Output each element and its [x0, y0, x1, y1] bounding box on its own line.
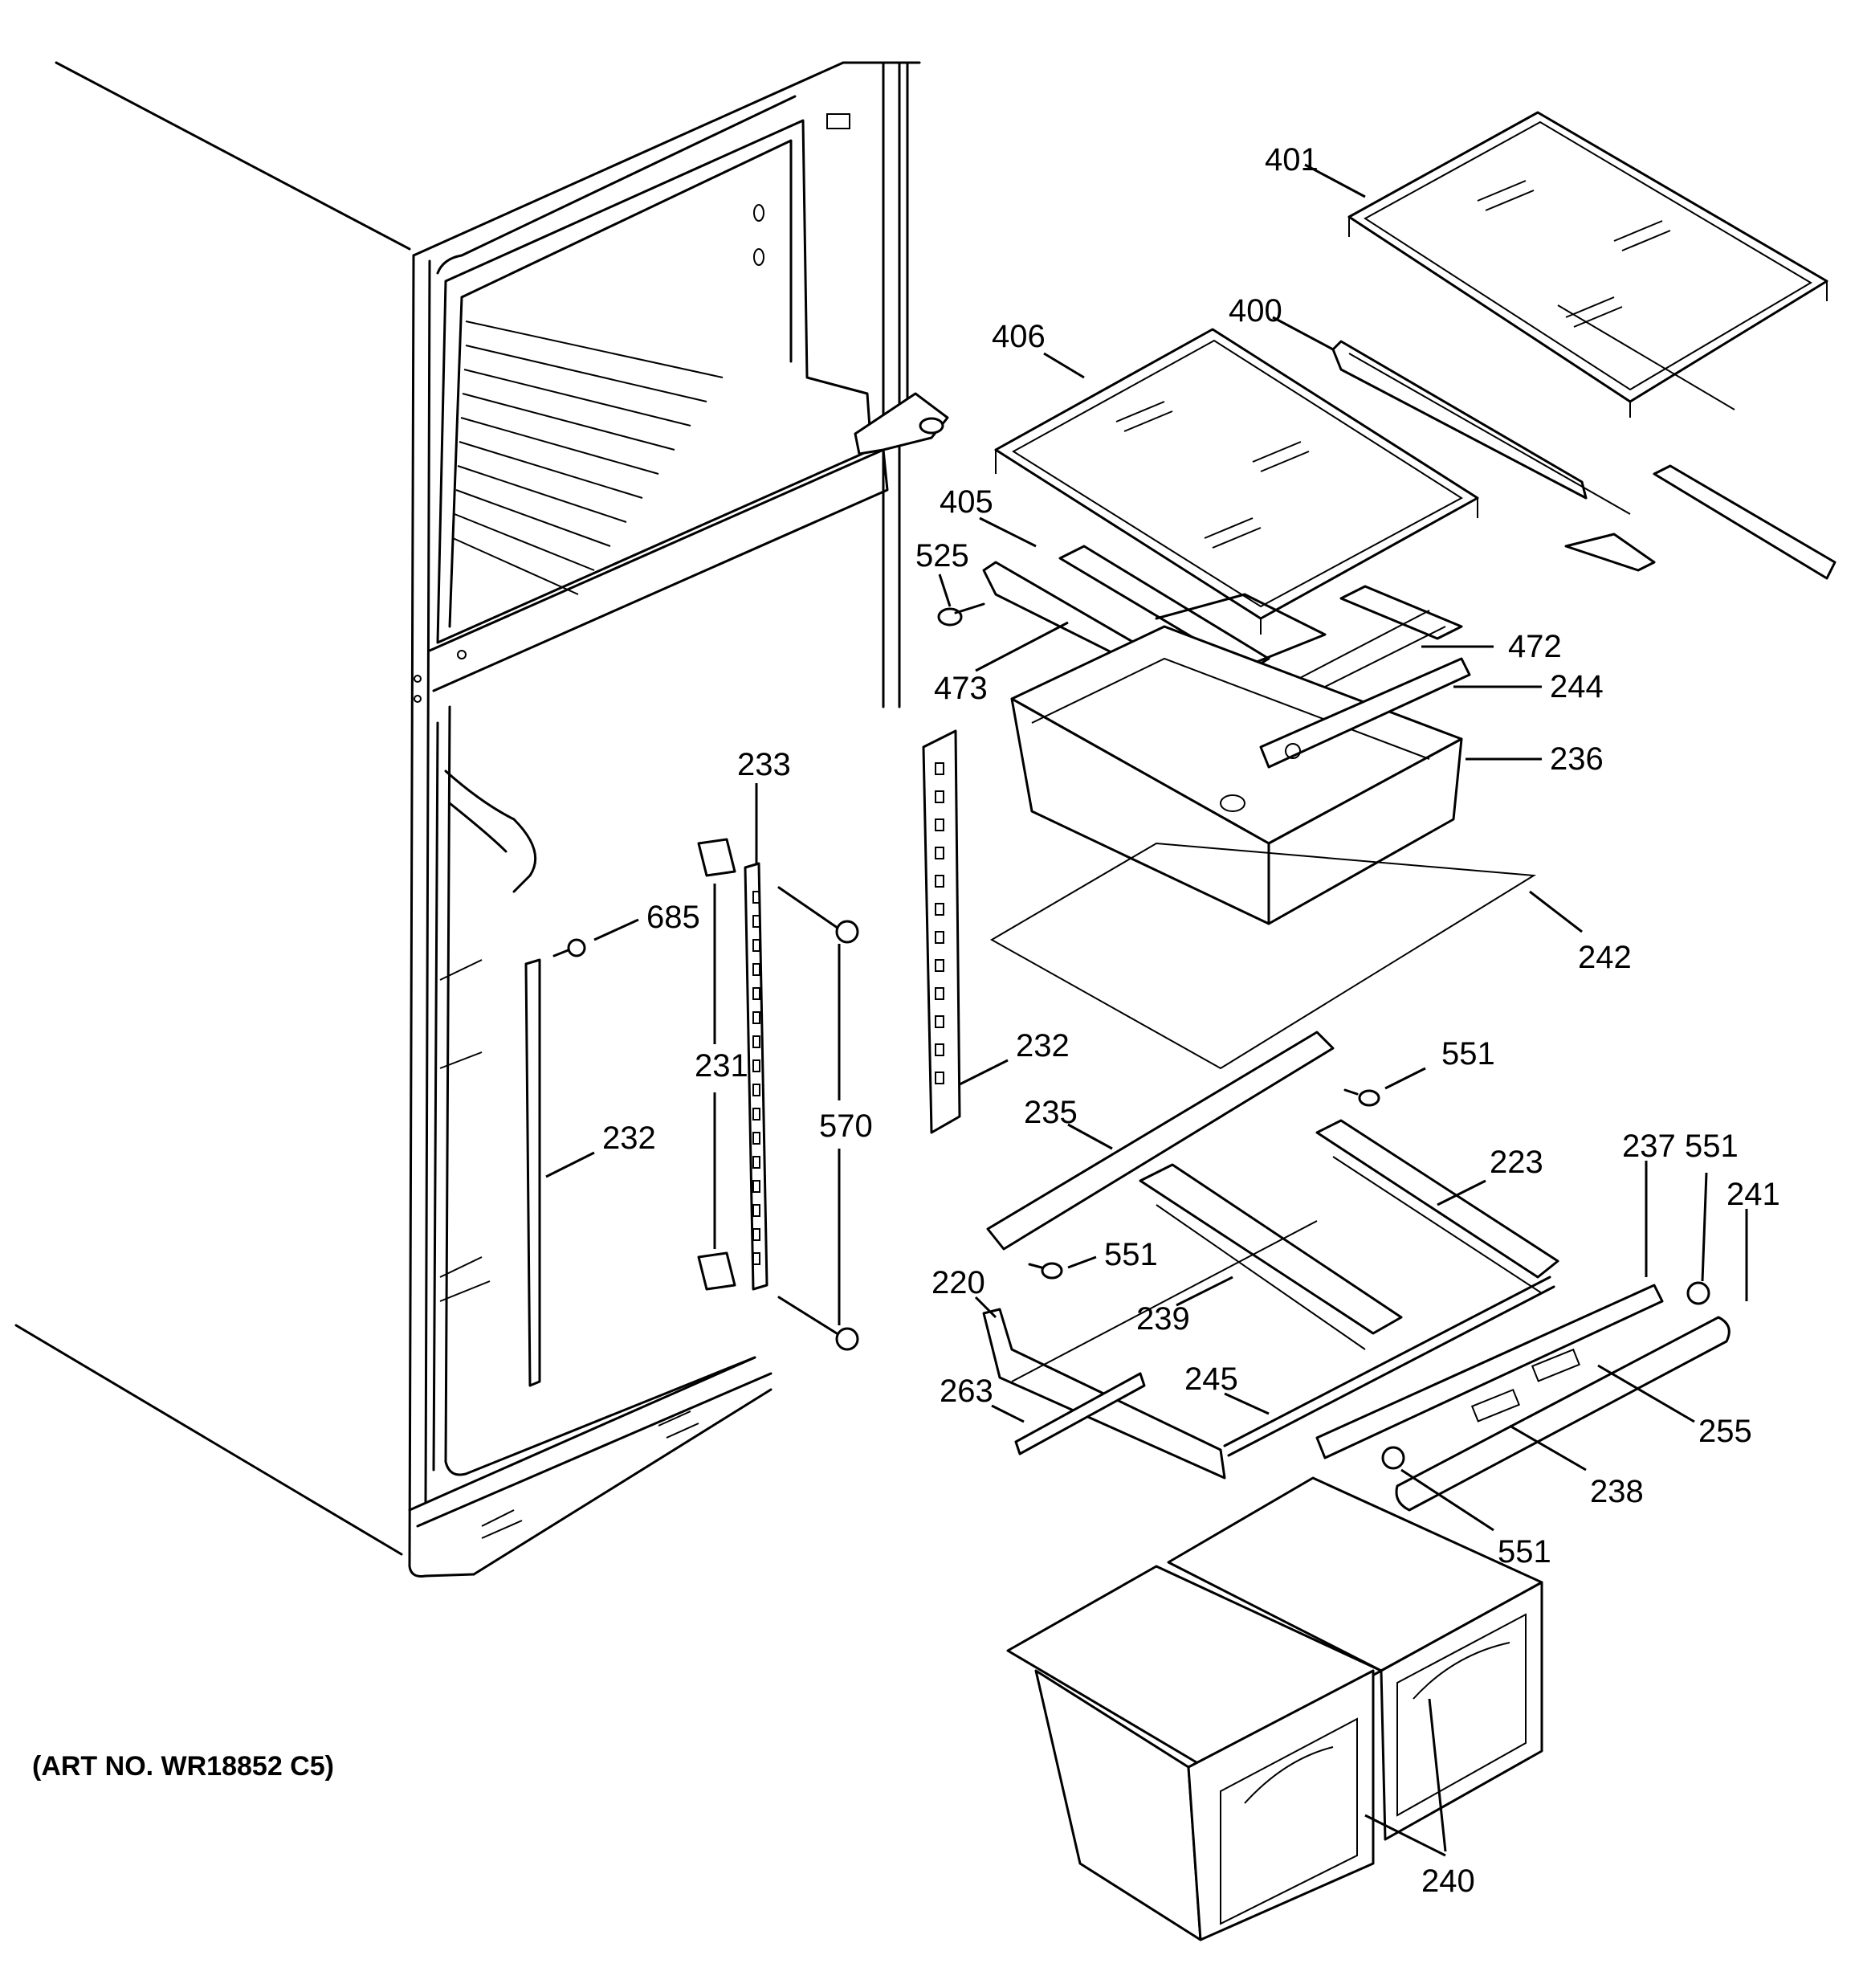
- part-label-551-b: 551: [1685, 1129, 1739, 1164]
- part-label-223: 223: [1490, 1145, 1543, 1180]
- part-label-232-left: 232: [602, 1121, 656, 1156]
- drawer-240-right: [1167, 1476, 1543, 1841]
- part-label-263: 263: [940, 1374, 993, 1409]
- side-rail-223: [1315, 1119, 1559, 1294]
- part-label-551-a: 551: [1441, 1036, 1495, 1072]
- glass-shelf-401: [1347, 111, 1828, 418]
- part-label-237: 237: [1622, 1129, 1676, 1164]
- part-label-551-c: 551: [1104, 1237, 1158, 1272]
- center-rail-239: [1139, 1163, 1403, 1350]
- rail-263: [1014, 1372, 1146, 1455]
- drawer-frame-220: [982, 1220, 1318, 1480]
- rail-slots: [935, 762, 944, 1084]
- art-number: (ART NO. WR18852 C5): [32, 1751, 334, 1782]
- part-label-231: 231: [695, 1048, 748, 1084]
- damper-238: [1470, 1388, 1521, 1423]
- glass-shelf-406: [994, 328, 1479, 635]
- damper-255: [1531, 1348, 1581, 1382]
- crisper-pan-236: [1010, 625, 1463, 925]
- shelf-ladder-233: [744, 862, 768, 1291]
- part-label-244: 244: [1550, 669, 1604, 704]
- screw-551-b: [1686, 1281, 1710, 1305]
- freezer-floor-ribs: [452, 320, 724, 595]
- part-label-401: 401: [1265, 142, 1319, 178]
- screw-551-c: [1028, 1262, 1063, 1280]
- part-label-238: 238: [1590, 1474, 1644, 1509]
- part-label-239: 239: [1136, 1301, 1190, 1337]
- front-rail-235: [986, 1031, 1335, 1251]
- ladder-clip-231-bottom: [697, 1251, 736, 1291]
- screw-551-a: [1343, 1088, 1380, 1107]
- ladder-slots: [752, 891, 760, 1265]
- part-label-685: 685: [646, 900, 700, 935]
- part-labels: 401 400 406 405 525 472 473 244 236 233 …: [602, 142, 1780, 1899]
- screw-685: [552, 938, 586, 957]
- rail-232-right: [922, 729, 961, 1134]
- rail-232-left: [524, 958, 541, 1387]
- screw-570-top: [777, 886, 859, 944]
- part-label-232-right: 232: [1016, 1028, 1070, 1063]
- part-label-570: 570: [819, 1108, 873, 1144]
- cover-tube-241: [1395, 1316, 1731, 1512]
- leader-lines: [545, 163, 1748, 1857]
- screw-570-bottom: [777, 1296, 859, 1351]
- part-label-255: 255: [1698, 1414, 1752, 1449]
- screw-551-d: [1381, 1446, 1405, 1470]
- part-label-242: 242: [1578, 940, 1632, 975]
- part-label-245: 245: [1184, 1361, 1238, 1397]
- part-label-473: 473: [934, 671, 988, 706]
- shelf-rail-400: [1331, 304, 1837, 580]
- part-label-241: 241: [1726, 1177, 1780, 1212]
- part-label-405: 405: [940, 484, 993, 520]
- part-label-233: 233: [737, 747, 791, 782]
- drawer-240-left: [1006, 1565, 1383, 1941]
- refrigerator-cabinet: [14, 61, 949, 1578]
- part-label-406: 406: [992, 319, 1046, 354]
- screw-525: [937, 602, 985, 627]
- cover-support-237: [1315, 1284, 1664, 1459]
- part-label-551-d: 551: [1498, 1534, 1551, 1570]
- part-label-236: 236: [1550, 741, 1604, 777]
- part-label-525: 525: [915, 538, 969, 574]
- part-label-220: 220: [932, 1265, 985, 1300]
- crisper-shield-244: [1259, 657, 1471, 769]
- part-label-240: 240: [1421, 1863, 1475, 1899]
- part-label-235: 235: [1024, 1095, 1078, 1130]
- part-label-472: 472: [1508, 629, 1562, 664]
- part-label-400: 400: [1229, 293, 1282, 329]
- ladder-clip-231-top: [697, 838, 736, 877]
- rail-245: [1223, 1276, 1555, 1457]
- crisper-cover-glass-242: [989, 842, 1537, 1070]
